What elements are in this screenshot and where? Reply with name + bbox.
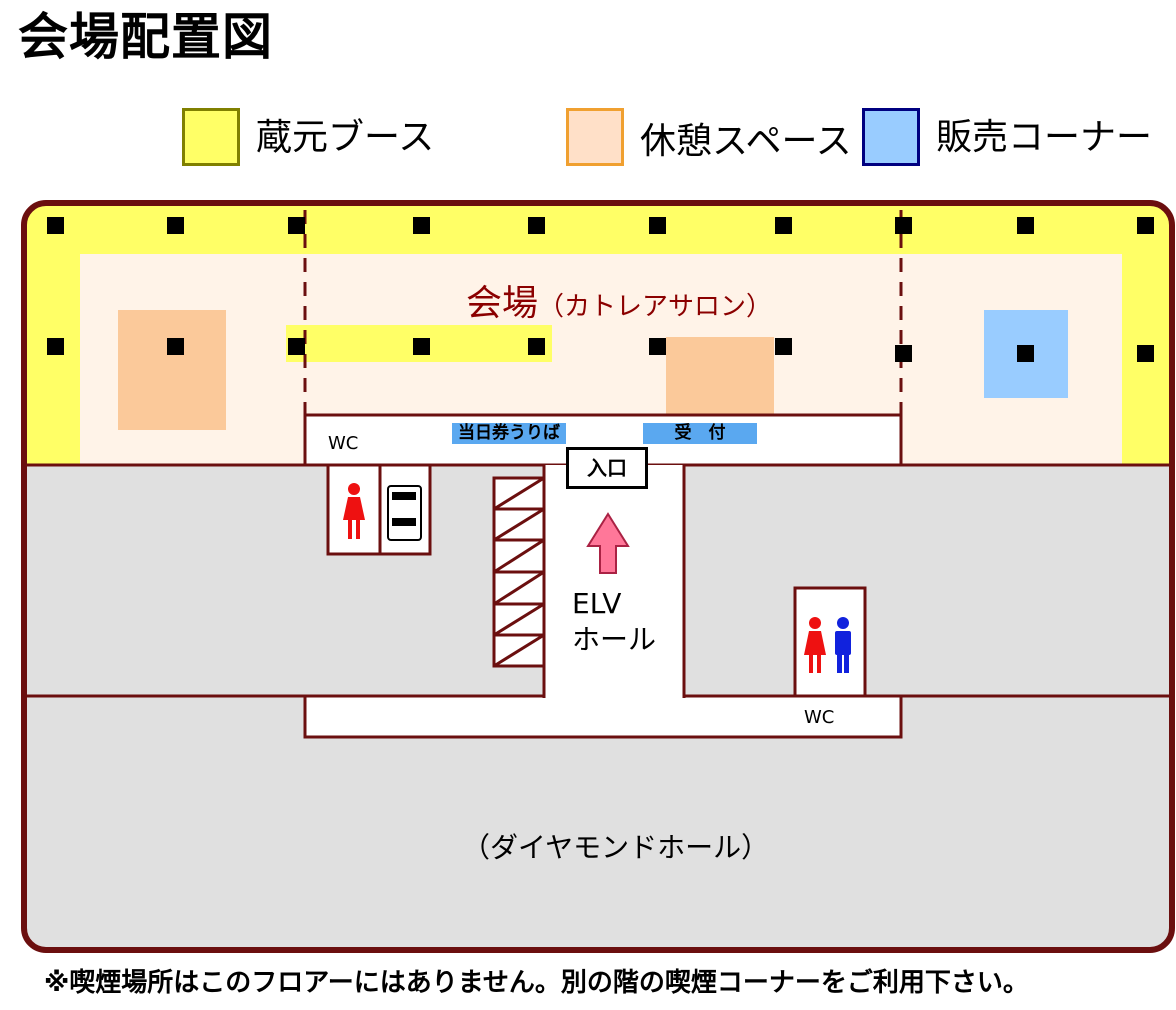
vending-machine-icon (387, 485, 422, 541)
room-outline (21, 200, 1175, 953)
man-icon-bottom (835, 617, 851, 673)
elv-hall-floor (544, 465, 684, 698)
legend-swatch-sales (862, 108, 920, 166)
same-day-ticket-label: 当日券うりば (458, 423, 560, 443)
wc-label-bottom: WC (804, 707, 835, 728)
hall-label: ホール (572, 623, 657, 656)
stairs (492, 476, 546, 668)
legend-label-rest: 休憩スペース (640, 121, 852, 162)
entrance-sign: 入口 (566, 447, 648, 489)
venue-name: 会場 (466, 283, 539, 324)
venue-subname: （カトレアサロン） (538, 292, 773, 322)
same-day-ticket-counter: 当日券うりば (450, 421, 568, 446)
reception-counter: 受 付 (641, 421, 759, 446)
diamond-hall-label: （ダイヤモンドホール） (462, 831, 770, 864)
woman-icon-bottom (804, 617, 826, 673)
legend-swatch-rest (566, 108, 624, 166)
elv-label: ELV (572, 587, 622, 620)
elv-hall-label: ELV ホール (572, 586, 656, 658)
pillars (47, 217, 1154, 362)
rest-space-center (666, 337, 774, 417)
restroom-bottom (793, 586, 867, 698)
legend-swatch-booth (182, 108, 240, 166)
wc-label-top: WC (328, 433, 359, 454)
reception-label: 受 付 (674, 423, 726, 443)
floor-plan (21, 200, 1175, 953)
page-title: 会場配置図 (18, 8, 273, 66)
legend-label-sales: 販売コーナー (936, 117, 1153, 158)
grey-block-right (682, 463, 1172, 698)
entrance-label: 入口 (587, 456, 627, 480)
lower-corridor (303, 694, 903, 739)
rest-space-left (118, 310, 226, 430)
woman-icon-top (343, 483, 365, 539)
grey-block-left (24, 463, 546, 698)
entrance-arrow-icon (586, 512, 630, 574)
footer-note: ※喫煙場所はこのフロアーにはありません。別の階の喫煙コーナーをご利用下さい。 (44, 968, 1029, 998)
venue-title: 会場（カトレアサロン） (466, 274, 772, 326)
legend-label-booth: 蔵元ブース (256, 117, 435, 158)
